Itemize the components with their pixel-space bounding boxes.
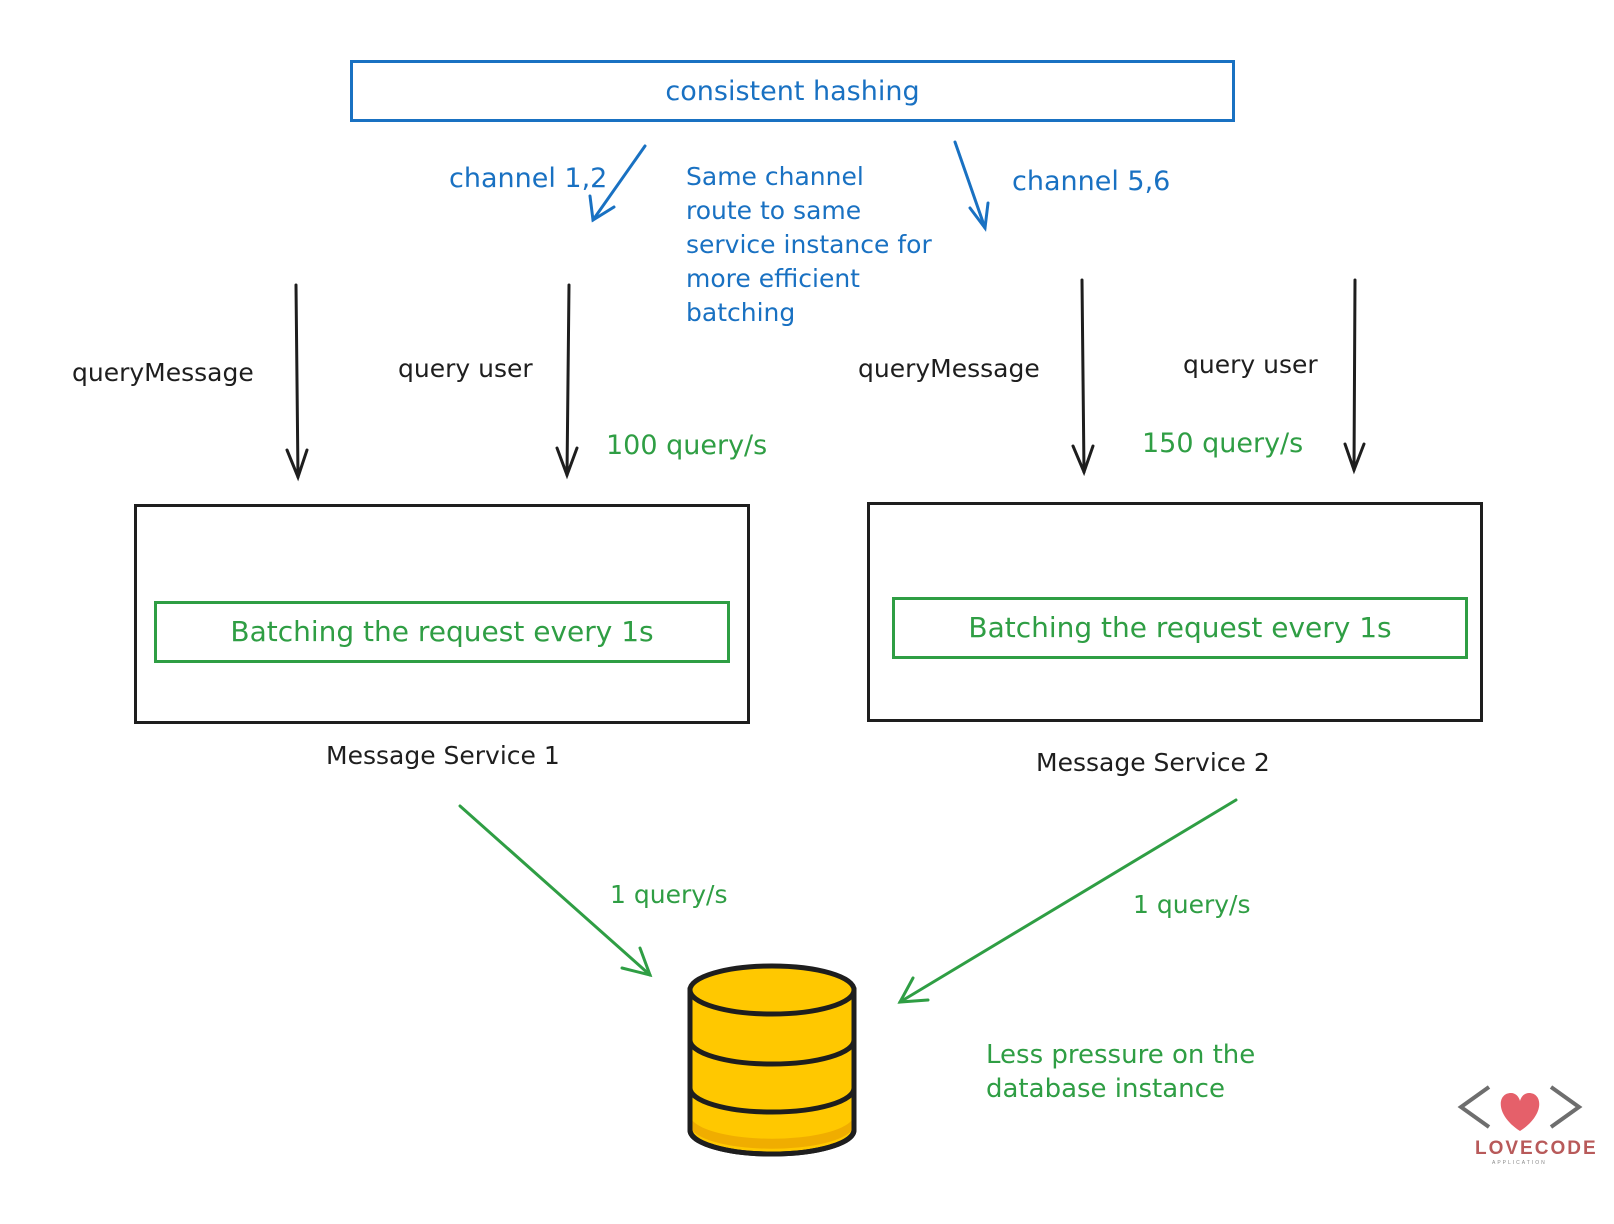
arrow-service-2-to-database [897, 798, 1238, 1004]
arrow-query-user-service-2 [1343, 278, 1366, 475]
consistent-hashing-box: consistent hashing [350, 60, 1235, 122]
service-2-batching-box: Batching the request every 1s [892, 597, 1468, 659]
message-service-2-box [867, 502, 1483, 722]
service-2-rate-label: 150 query/s [1142, 428, 1304, 459]
right-bracket-icon [1549, 1085, 1583, 1129]
logo-text: LOVECODE [1475, 1138, 1598, 1159]
database-icon [687, 963, 857, 1157]
service-1-query-user-label: query user [398, 354, 533, 383]
arrow-querymessage-service-1 [285, 283, 309, 482]
service-1-db-rate-label: 1 query/s [610, 880, 728, 909]
arrow-service-1-to-database [458, 804, 653, 978]
service-2-query-user-label: query user [1183, 350, 1318, 379]
service-1-querymessage-label: queryMessage [72, 358, 254, 387]
message-service-1-name: Message Service 1 [326, 741, 560, 770]
service-1-batching-label: Batching the request every 1s [230, 615, 654, 648]
left-bracket-icon [1457, 1085, 1491, 1129]
message-service-2-name: Message Service 2 [1036, 748, 1270, 777]
service-2-batching-label: Batching the request every 1s [968, 611, 1392, 644]
channel-1-2-label: channel 1,2 [449, 163, 608, 194]
service-2-querymessage-label: queryMessage [858, 354, 1040, 383]
lovecode-logo [1457, 1085, 1583, 1131]
arrow-to-channel-5-6 [953, 140, 990, 232]
arrow-querymessage-service-2 [1071, 278, 1095, 477]
consistent-hashing-label: consistent hashing [665, 75, 920, 107]
database-note: Less pressure on the database instance [986, 1040, 1256, 1104]
heart-icon [1500, 1093, 1540, 1131]
arrow-to-channel-1-2 [588, 144, 647, 223]
message-service-1-box [134, 504, 750, 724]
service-2-db-rate-label: 1 query/s [1133, 890, 1251, 919]
service-1-rate-label: 100 query/s [606, 430, 768, 461]
channel-5-6-label: channel 5,6 [1012, 166, 1171, 197]
service-1-batching-box: Batching the request every 1s [154, 601, 730, 663]
logo-subtext: APPLICATION [1492, 1160, 1547, 1166]
arrow-query-user-service-1 [555, 283, 579, 480]
routing-note: Same channel route to same service insta… [686, 162, 932, 327]
